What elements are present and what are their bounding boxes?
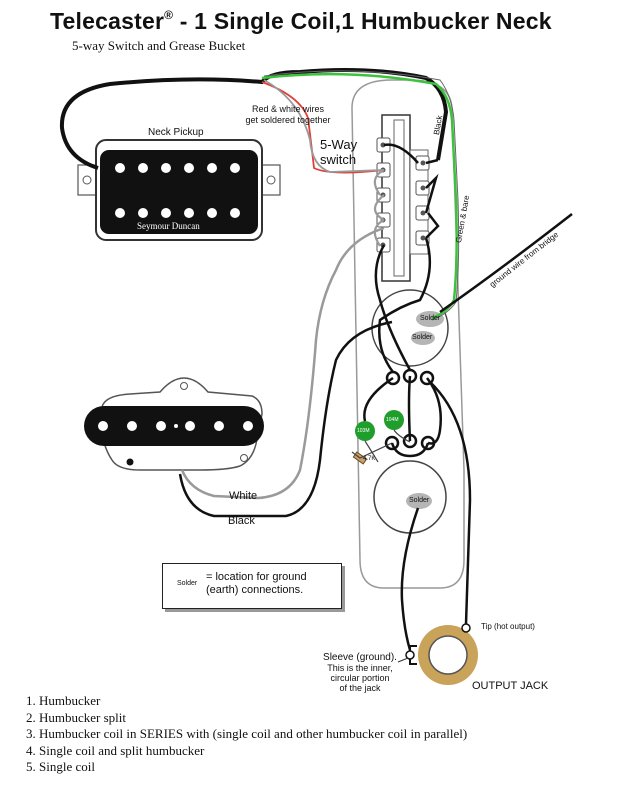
- black-wire-single-coil: [178, 320, 393, 518]
- leader-sleeve: [397, 657, 409, 663]
- solder-blob-volume-2: [411, 331, 435, 345]
- legend-solder-label: Solder: [177, 580, 198, 587]
- output-jack-label: OUTPUT JACK: [472, 680, 549, 692]
- diagram-title: Telecaster® - 1 Single Coil,1 Humbucker …: [50, 8, 552, 34]
- bridge-single-coil-pickup: [84, 377, 264, 471]
- switch-position-1: 1. Humbucker: [26, 693, 101, 708]
- switch-position-5: 5. Single coil: [26, 759, 95, 775]
- solder-label-tone: Solder: [409, 497, 430, 504]
- capacitor-104m: [384, 410, 404, 430]
- capacitor-leads: [364, 429, 411, 463]
- resistor-4-7k: [351, 442, 393, 465]
- tip-label: Tip (hot output): [481, 622, 535, 631]
- white-wire-label: White: [229, 490, 258, 502]
- switch-to-volume: [378, 237, 432, 373]
- white-wire-single-coil: [180, 226, 385, 500]
- switch-output-to-volume: [374, 244, 412, 371]
- tip-wire: [429, 381, 472, 625]
- black-wire-switch-2: [383, 143, 419, 164]
- bare-wire: [263, 70, 460, 321]
- neck-pickup-label: Neck Pickup: [148, 127, 204, 138]
- switch-position-4: 4. Single coil and split humbucker: [26, 742, 205, 758]
- ground-wire-from-bridge: [439, 213, 573, 314]
- white-wire-humbucker: [263, 79, 385, 173]
- diagram-subtitle: 5-way Switch and Grease Bucket: [72, 38, 246, 53]
- switch-position-2: 2. Humbucker split: [26, 709, 127, 725]
- capacitor-103m: [355, 421, 375, 441]
- tone-lug-bridge: [390, 442, 430, 458]
- switch-position-3: 3. Humbucker coil in SERIES with (single…: [26, 726, 468, 742]
- five-way-switch: [376, 114, 430, 282]
- black-wire-switch: [424, 158, 440, 239]
- resistor-label: 4.7K: [363, 456, 376, 462]
- solder-label-volume-2: Solder: [412, 334, 433, 341]
- volume-to-tone-wires: [363, 375, 442, 445]
- sleeve-note: Sleeve (ground).This is the inner,circul…: [323, 652, 397, 694]
- solder-blob-tone: [406, 493, 432, 509]
- humbucker-pole-pieces: [115, 163, 240, 218]
- switch-positions-list: 1. Humbucker 2. Humbucker split 3. Humbu…: [26, 693, 467, 776]
- black-wire-label-bottom: Black: [228, 515, 255, 527]
- solder-label-volume: Solder: [420, 315, 441, 322]
- cap-104m-label: 104M: [386, 417, 399, 423]
- legend-text: = location for ground(earth) connections…: [206, 571, 307, 596]
- legend-box: [162, 563, 342, 609]
- seymour-duncan-logo: Seymour Duncan: [137, 221, 200, 231]
- cap-103m-label: 103M: [357, 428, 370, 434]
- sleeve-wire: [400, 507, 420, 651]
- output-jack: [405, 623, 478, 685]
